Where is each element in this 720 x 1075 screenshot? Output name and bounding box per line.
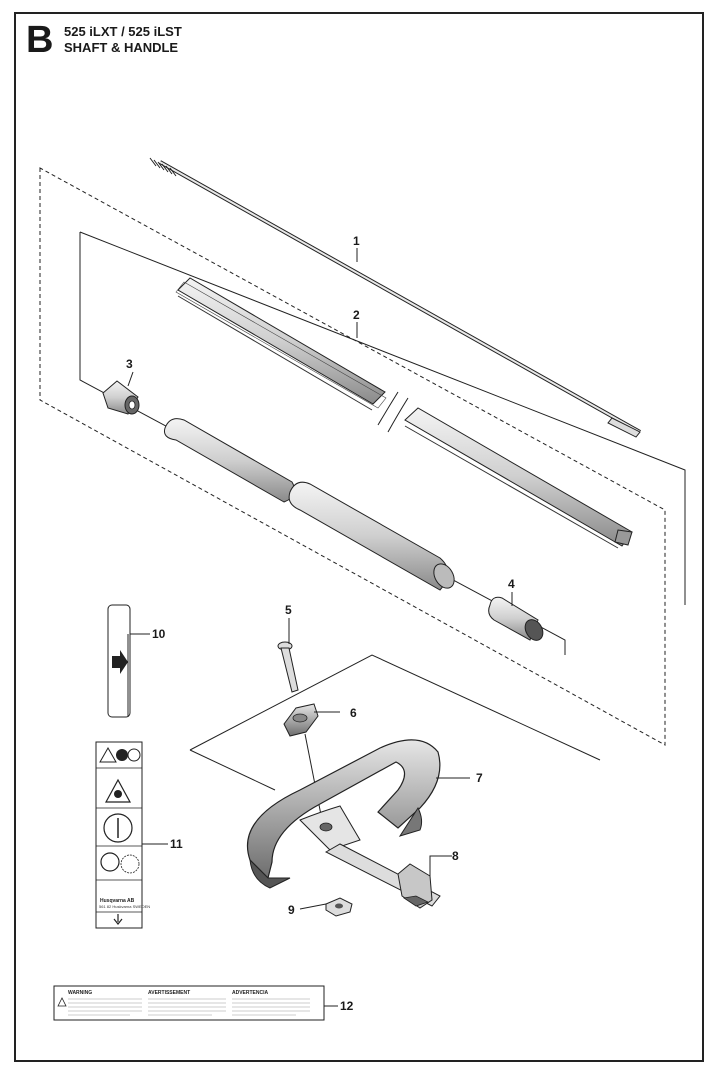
page-frame (14, 12, 704, 1062)
callout-10: 10 (152, 627, 166, 641)
callout-8: 8 (452, 849, 459, 863)
part-11-safety-decal: Husqvarna AB 561 82 Huskvarna SWEDEN (95, 741, 150, 929)
part-8-bracket (324, 843, 452, 909)
decal-12-avertissement-heading: AVERTISSEMENT (148, 990, 190, 996)
decal-12-warning-heading: WARNING (68, 990, 92, 996)
grip-tube (164, 418, 455, 591)
part-10-decal (107, 604, 131, 718)
leader-lines (127, 248, 513, 1007)
callout-12: 12 (340, 999, 354, 1013)
model-name: 525 iLXT / 525 iLST (64, 24, 182, 39)
part-6-knob (283, 703, 323, 821)
part-3-bushing (102, 380, 140, 415)
callout-6: 6 (350, 706, 357, 720)
section-title: SHAFT & HANDLE (64, 40, 179, 55)
callout-11: 11 (170, 837, 183, 851)
callout-5: 5 (285, 603, 292, 617)
part-4-bushing (488, 596, 544, 641)
section-letter: B (26, 19, 53, 61)
callout-9: 9 (288, 903, 295, 917)
part-2-shaft-tube (175, 277, 633, 549)
assembly-boundary-dashed (39, 167, 666, 746)
part-7-loop-handle (246, 739, 441, 889)
decal-11-manufacturer: Husqvarna AB (100, 898, 135, 904)
decal-12-advertencia-heading: ADVERTENCIA (232, 990, 269, 996)
callout-4: 4 (508, 577, 515, 591)
callout-7: 7 (476, 771, 483, 785)
handle-group-boundary-left (189, 749, 276, 791)
part-1-drive-shaft (149, 157, 641, 438)
callout-3: 3 (126, 357, 133, 371)
callout-1: 1 (353, 234, 360, 248)
shaft-group-boundary (79, 232, 566, 655)
handle-group-boundary (189, 654, 601, 761)
part-9-nut (325, 897, 353, 917)
decal-11-address: 561 82 Huskvarna SWEDEN (99, 904, 150, 909)
callout-2: 2 (353, 308, 360, 322)
part-12-warning-label: WARNING AVERTISSEMENT ADVERTENCIA (53, 985, 325, 1021)
shaft-group-boundary-top (79, 231, 686, 605)
part-5-bolt (277, 641, 299, 693)
